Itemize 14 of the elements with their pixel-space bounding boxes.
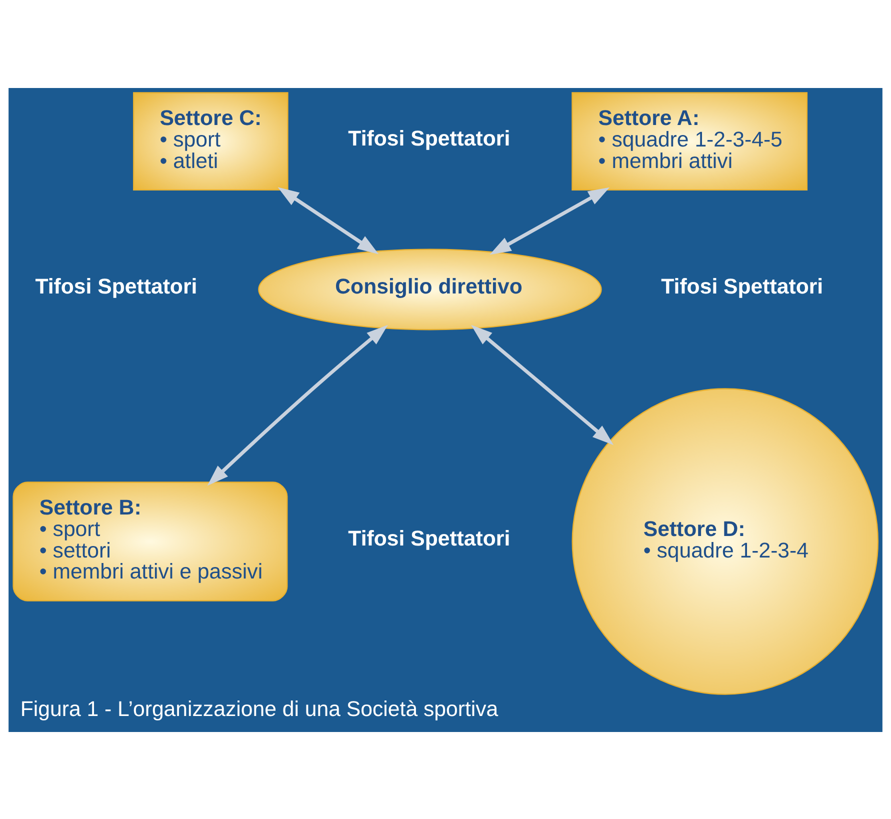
label: Tifosi Spettatori (35, 274, 198, 298)
arrow (490, 186, 610, 254)
node-box: Settore C: • sport • atleti (133, 92, 288, 190)
node-box: Settore B: • sport • settori • membri attivi e passivi (12, 481, 288, 601)
label: Tifosi Spettatori (348, 126, 510, 150)
arrow (471, 324, 614, 445)
node-circle: Settore D: • squadre 1-2-3-4 (572, 388, 879, 694)
label: Tifosi Spettatori (661, 274, 824, 298)
caption: Figura 1 - L’organizzazione di una Società sportiva (20, 696, 498, 720)
arrow (207, 324, 388, 486)
node-box: Settore A: • squadre 1-2-3-4-5 • membri attivi (572, 92, 808, 190)
node-ellipse: Consiglio direttivo (258, 248, 602, 330)
arrow (278, 186, 379, 254)
label: Tifosi Spettatori (348, 526, 510, 550)
